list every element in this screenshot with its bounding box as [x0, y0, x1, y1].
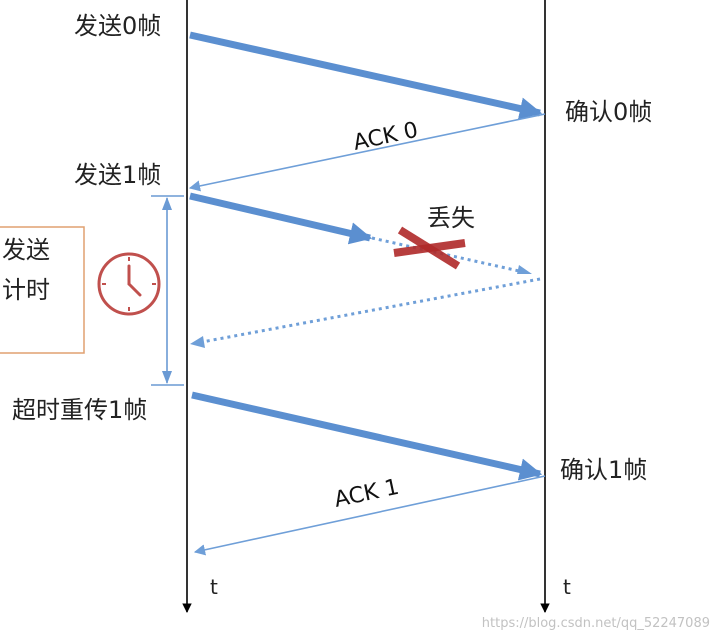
ack0-line: [188, 113, 546, 192]
timer-label-line2: 计时: [2, 276, 50, 304]
ack0-label: ACK 0: [351, 118, 420, 156]
retransmit-label: 超时重传1帧: [12, 396, 147, 424]
ack1-line: [193, 475, 546, 556]
send-frame1-label: 发送1帧: [74, 161, 161, 189]
frame1-lost-path: [371, 236, 529, 275]
timer-label-line1: 发送: [2, 236, 50, 264]
timer-box: [0, 226, 85, 354]
retransmit-arrow: [191, 391, 543, 481]
time-label-receiver: t: [563, 575, 571, 599]
watermark: https://blog.csdn.net/qq_52247089: [482, 616, 710, 631]
confirm-frame1-label: 确认1帧: [560, 456, 647, 484]
clock-icon: [97, 252, 161, 316]
lost-label: 丢失: [427, 204, 475, 232]
frame0-arrow: [189, 31, 543, 120]
time-label-sender: t: [210, 575, 218, 599]
confirm-frame0-label: 确认0帧: [565, 98, 652, 126]
no-ack-dotted-line: [201, 277, 541, 344]
send-frame0-label: 发送0帧: [74, 12, 161, 40]
ack1-label: ACK 1: [332, 475, 401, 513]
frame1-arrow: [189, 192, 373, 245]
cross-icon: [393, 226, 466, 270]
timer-bracket: [151, 195, 184, 386]
no-ack-arrowhead: [190, 336, 205, 348]
lost-path-arrowhead: [517, 265, 532, 274]
